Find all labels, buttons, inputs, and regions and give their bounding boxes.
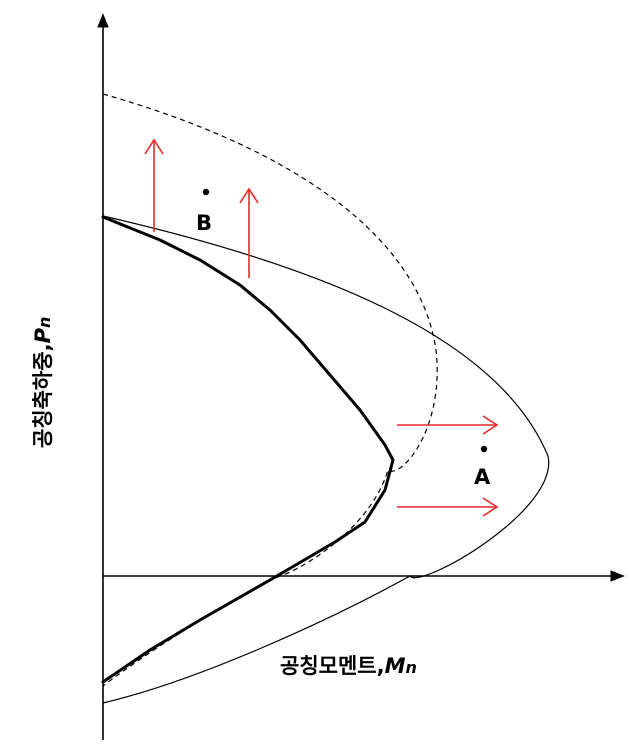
y-axis-label-text: 공칭축하중, xyxy=(31,343,55,448)
x-axis-label-subscript: n xyxy=(405,658,416,677)
point-a-dot xyxy=(480,445,488,453)
x-axis-label-symbol: M xyxy=(385,654,406,678)
point-b-dot xyxy=(202,188,210,196)
arrow-right-upper xyxy=(397,415,499,435)
arrow-up-left xyxy=(144,138,164,232)
point-a-label: A xyxy=(474,465,491,489)
x-axis-label-text: 공칭모멘트, xyxy=(280,654,385,678)
arrow-right-lower xyxy=(397,497,499,517)
thin-interaction-curve xyxy=(102,215,550,704)
y-axis-label: 공칭축하중,Pn xyxy=(31,317,55,448)
x-axis-label: 공칭모멘트,Mn xyxy=(280,654,417,678)
point-b-label: B xyxy=(196,211,212,235)
dashed-interaction-curve xyxy=(102,93,438,687)
bold-interaction-curve xyxy=(101,215,395,684)
arrow-up-right xyxy=(239,187,259,278)
y-axis-label-subscript: n xyxy=(35,317,54,328)
y-axis-label-symbol: P xyxy=(31,327,55,343)
